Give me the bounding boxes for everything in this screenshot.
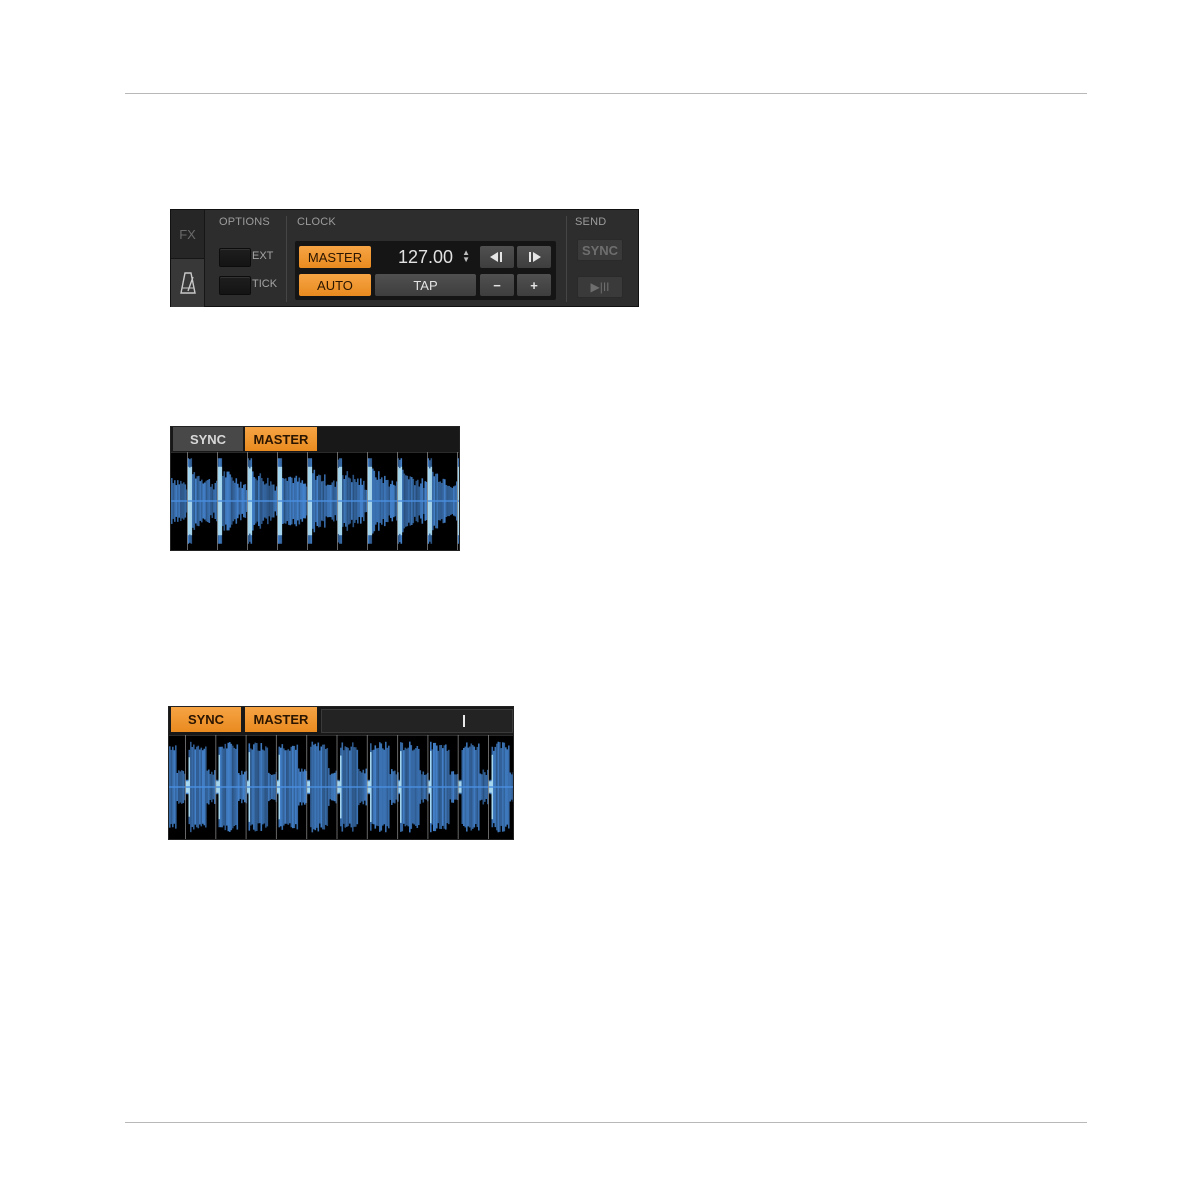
ext-button[interactable] <box>219 248 251 267</box>
beat-grid-line <box>215 735 216 839</box>
beat-grid-line <box>187 452 188 550</box>
deck-1-master-button[interactable]: MASTER <box>245 427 317 451</box>
beat-grid-line <box>488 735 489 839</box>
beat-grid-line <box>247 452 248 550</box>
bpm-spinner-icon[interactable]: ▲▼ <box>462 249 470 263</box>
deck-2-master-label: MASTER <box>254 712 309 727</box>
deck-1: SYNC MASTER <box>170 426 460 551</box>
auto-button[interactable]: AUTO <box>299 274 371 296</box>
beat-grid-line <box>337 735 338 839</box>
beat-grid-line <box>457 452 458 550</box>
beat-grid-line <box>185 735 186 839</box>
tempo-minus-button[interactable]: − <box>480 274 514 296</box>
header-rule <box>125 93 1087 94</box>
deck-2-waveform[interactable] <box>169 735 513 839</box>
tab-fx[interactable]: FX <box>171 210 204 258</box>
beat-grid-line <box>458 735 459 839</box>
deck-1-sync-button[interactable]: SYNC <box>173 427 243 451</box>
deck-1-master-label: MASTER <box>254 432 309 447</box>
clock-title: CLOCK <box>297 216 336 228</box>
nudge-forward-icon <box>526 252 542 262</box>
play-pause-label: ▶|II <box>590 280 609 294</box>
beat-grid-line <box>217 452 218 550</box>
beat-grid-line <box>367 452 368 550</box>
beat-grid-line <box>277 452 278 550</box>
clock-controls: MASTER 127.00 ▲▼ AUTO TAP − + <box>295 241 556 300</box>
tab-fx-label: FX <box>179 227 196 242</box>
beat-grid-line <box>427 735 428 839</box>
beat-grid-line <box>397 735 398 839</box>
deck-2-master-button[interactable]: MASTER <box>245 707 317 732</box>
beat-grid-line <box>307 452 308 550</box>
tempo-plus-button[interactable]: + <box>517 274 551 296</box>
beat-grid-line <box>367 735 368 839</box>
send-title: SEND <box>575 216 606 228</box>
bpm-value: 127.00 <box>398 247 453 268</box>
deck-1-sync-label: SYNC <box>190 432 226 447</box>
tab-master-clock[interactable] <box>171 258 204 307</box>
minus-label: − <box>493 278 501 293</box>
beat-grid-line <box>397 452 398 550</box>
beat-grid-line <box>337 452 338 550</box>
auto-button-label: AUTO <box>317 278 353 293</box>
deck-2-position-bar[interactable] <box>321 709 513 733</box>
deck-2: SYNC MASTER <box>168 706 514 840</box>
send-divider <box>566 216 567 302</box>
send-sync-label: SYNC <box>582 243 618 258</box>
send-play-pause-button[interactable]: ▶|II <box>577 276 623 298</box>
metronome-icon <box>179 271 197 295</box>
deck-2-sync-label: SYNC <box>188 712 224 727</box>
beat-grid-line <box>246 735 247 839</box>
waveform-center-line <box>169 786 513 788</box>
nudge-forward-button[interactable] <box>517 246 551 268</box>
send-sync-button[interactable]: SYNC <box>577 239 623 261</box>
beat-grid-line <box>306 735 307 839</box>
bpm-display[interactable]: 127.00 ▲▼ <box>375 246 476 268</box>
tap-button-label: TAP <box>413 278 437 293</box>
options-title: OPTIONS <box>219 216 270 228</box>
deck-2-sync-button[interactable]: SYNC <box>171 707 241 732</box>
master-clock-panel: FX OPTIONS EXT TICK CLOCK MASTER 127.00 … <box>170 209 639 307</box>
master-button-label: MASTER <box>308 250 362 265</box>
plus-label: + <box>530 278 538 293</box>
master-button[interactable]: MASTER <box>299 246 371 268</box>
waveform-center-line <box>171 500 459 502</box>
deck-1-waveform[interactable] <box>171 452 459 550</box>
deck-2-position-marker <box>463 715 465 727</box>
tap-button[interactable]: TAP <box>375 274 476 296</box>
tick-button[interactable] <box>219 276 251 295</box>
deck-2-header: SYNC MASTER <box>169 707 513 736</box>
deck-1-header: SYNC MASTER <box>171 427 459 453</box>
deck-1-header-fill <box>321 429 457 449</box>
nudge-back-button[interactable] <box>480 246 514 268</box>
panel-tabs: FX <box>171 210 205 306</box>
options-divider <box>286 216 287 302</box>
tick-label: TICK <box>252 278 277 290</box>
beat-grid-line <box>427 452 428 550</box>
footer-rule <box>125 1122 1087 1123</box>
beat-grid-line <box>276 735 277 839</box>
nudge-back-icon <box>489 252 505 262</box>
ext-label: EXT <box>252 250 273 262</box>
